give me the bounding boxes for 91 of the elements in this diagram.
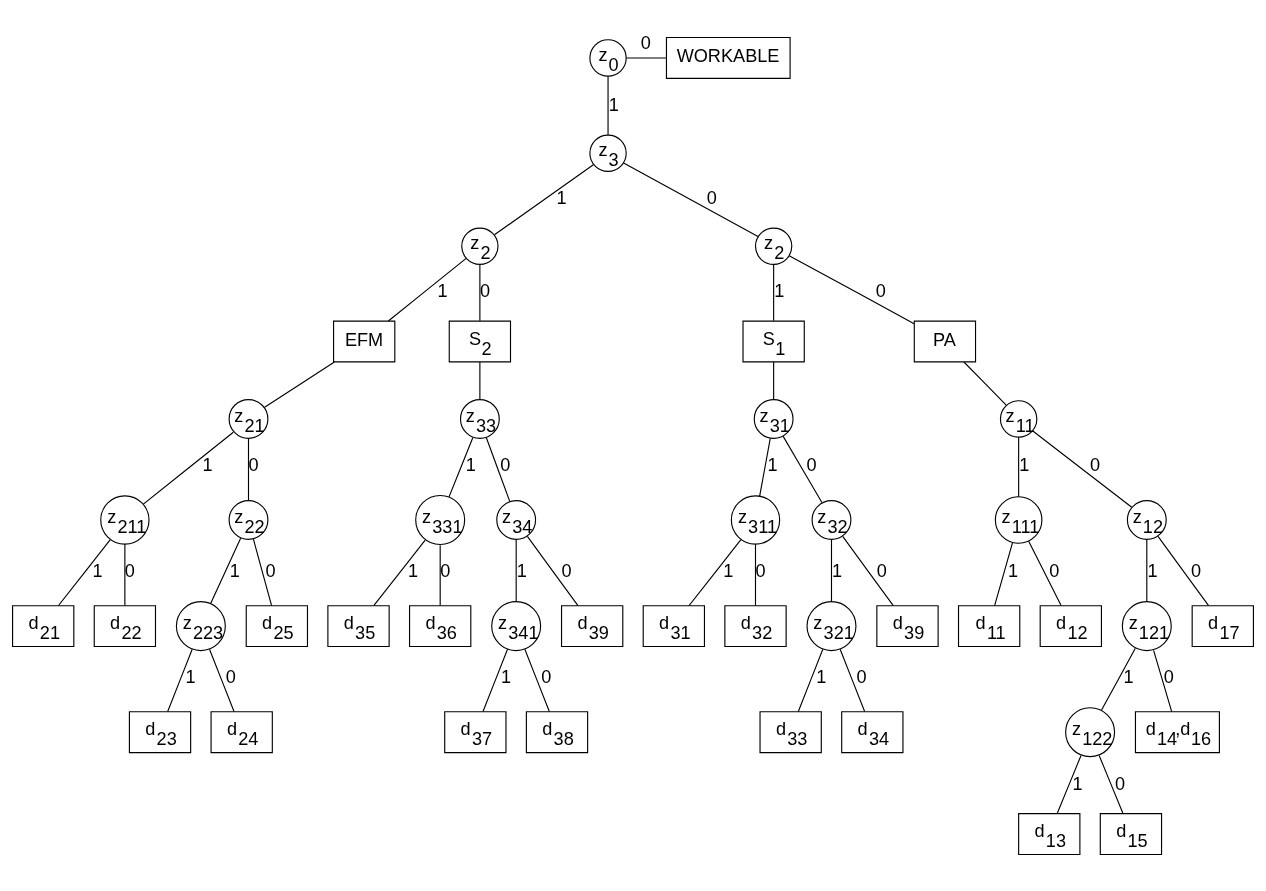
- connector: [439, 544, 441, 606]
- edge-label: 1: [437, 280, 448, 301]
- connector: [688, 538, 742, 606]
- connector: [842, 535, 894, 606]
- edge-label: 0: [806, 454, 817, 475]
- edge-label: 1: [774, 280, 785, 301]
- node-box: EFM: [333, 320, 396, 362]
- connector: [479, 263, 481, 321]
- edge-label: 1: [556, 187, 567, 208]
- edge-label: 0: [248, 454, 259, 475]
- connector: [387, 257, 467, 321]
- edge-label: 0: [1049, 560, 1060, 581]
- connector: [142, 431, 234, 505]
- connector: [524, 648, 550, 712]
- node-box: PA: [913, 320, 977, 362]
- connector: [247, 437, 250, 501]
- edge-label: 1: [500, 666, 512, 687]
- edge-label: 1: [92, 560, 103, 581]
- edge-label: 0: [876, 560, 887, 581]
- connector: [963, 360, 1007, 406]
- connector: [124, 543, 126, 606]
- edge-label: 1: [767, 454, 778, 475]
- edge-label: 0: [640, 32, 651, 53]
- edge-label: 0: [124, 560, 135, 581]
- edge-label: 0: [875, 280, 886, 301]
- connector: [830, 538, 833, 602]
- connector: [1101, 647, 1136, 711]
- connector: [210, 537, 242, 604]
- connector: [526, 535, 579, 606]
- edge-label: 0: [1090, 454, 1101, 475]
- connector: [773, 263, 775, 321]
- edge-label: 0: [561, 560, 572, 581]
- edge-label: 0: [1163, 666, 1174, 687]
- connector: [1056, 754, 1082, 814]
- connector: [57, 538, 111, 606]
- edge-label: 0: [706, 187, 717, 208]
- edge-label: 1: [407, 560, 419, 581]
- connector: [623, 161, 759, 237]
- connector: [493, 163, 594, 235]
- connector: [485, 436, 511, 502]
- connector: [607, 75, 609, 135]
- edge-label: 0: [1191, 560, 1202, 581]
- edge-label: 0: [500, 454, 511, 475]
- edge-label: 1: [229, 560, 240, 581]
- edge-label: 1: [608, 94, 619, 115]
- connector: [625, 56, 667, 58]
- connector: [839, 648, 866, 712]
- connector: [1098, 754, 1124, 814]
- edge-label: 0: [440, 560, 451, 581]
- connector: [1153, 649, 1173, 712]
- connector: [264, 360, 335, 408]
- edge-label: 0: [1115, 773, 1126, 794]
- connector: [448, 436, 474, 497]
- edge-label: 0: [265, 560, 276, 581]
- edge-label: 0: [479, 280, 490, 301]
- edge-label: 1: [816, 666, 827, 687]
- connector: [1032, 430, 1133, 508]
- edge-label: 0: [755, 560, 766, 581]
- edge-label: 1: [202, 454, 213, 475]
- edge-label: 1: [185, 666, 196, 687]
- connector: [782, 435, 823, 503]
- edge-label: 1: [723, 560, 734, 581]
- connector: [252, 538, 273, 606]
- connector: [759, 437, 771, 497]
- edge-label: 0: [225, 666, 236, 687]
- connector: [167, 648, 193, 712]
- edge-label: 1: [1019, 454, 1030, 475]
- connector: [773, 360, 775, 400]
- connector: [994, 541, 1014, 606]
- connector: [482, 648, 509, 712]
- edge-label: 1: [1147, 560, 1158, 581]
- edge-label: 1: [465, 454, 476, 475]
- connector: [515, 538, 517, 602]
- connector: [788, 254, 915, 324]
- edge-label: 0: [541, 666, 552, 687]
- connector: [1028, 540, 1062, 606]
- edge-label: 1: [1072, 773, 1083, 794]
- edge-label: 1: [832, 560, 843, 581]
- connector: [1146, 538, 1148, 602]
- connector: [797, 648, 824, 712]
- connector: [479, 360, 481, 400]
- edge-label: 0: [856, 666, 867, 687]
- connector: [1157, 535, 1209, 606]
- edge-label: 1: [1007, 560, 1019, 581]
- connector: [754, 543, 757, 606]
- edge-label: 1: [516, 560, 527, 581]
- node-box: WORKABLE: [665, 36, 791, 79]
- connector: [1018, 436, 1020, 497]
- connector: [373, 539, 426, 606]
- connector: [208, 648, 235, 712]
- edge-label: 1: [1123, 666, 1134, 687]
